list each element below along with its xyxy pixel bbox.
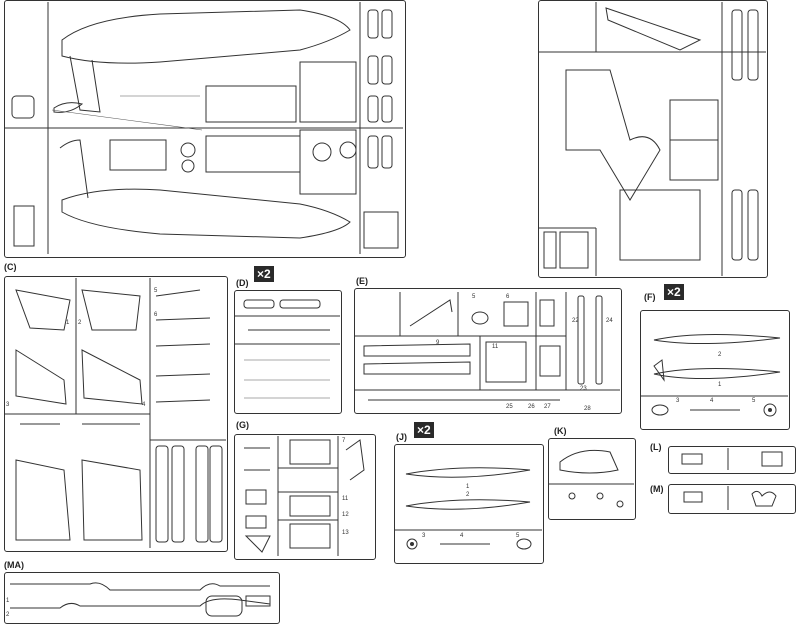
label-sprue-c: (C) — [4, 262, 17, 272]
sprue-top-left — [4, 0, 406, 258]
sprue-e — [354, 288, 622, 414]
part-num-g11: 11 — [342, 496, 349, 502]
part-num-e23: 23 — [580, 386, 587, 392]
part-num-f1: 1 — [718, 382, 722, 388]
label-sprue-g: (G) — [236, 420, 249, 430]
part-num-e22: 22 — [572, 318, 579, 324]
part-num-e11: 11 — [492, 344, 499, 350]
part-num-e5: 5 — [472, 294, 476, 300]
part-num-c3: 3 — [6, 402, 10, 408]
part-num-c5: 5 — [154, 288, 158, 294]
part-num-e6: 6 — [506, 294, 510, 300]
part-num-g12: 12 — [342, 512, 349, 518]
part-num-f2: 2 — [718, 352, 722, 358]
part-num-j4: 4 — [460, 533, 464, 539]
part-num-e27: 27 — [544, 404, 551, 410]
part-num-j3: 3 — [422, 533, 426, 539]
part-num-e28: 28 — [584, 406, 591, 412]
label-sprue-l: (L) — [650, 442, 662, 452]
label-sprue-d: (D) — [236, 278, 249, 288]
sprue-d — [234, 290, 342, 414]
multiplier-j: ×2 — [414, 422, 434, 438]
label-sprue-f: (F) — [644, 292, 656, 302]
part-num-e26: 26 — [528, 404, 535, 410]
part-num-j2: 2 — [466, 492, 470, 498]
part-num-g13: 13 — [342, 530, 349, 536]
part-num-c1: 1 — [66, 320, 70, 326]
part-num-j1: 1 — [466, 484, 470, 490]
part-num-f5: 5 — [752, 398, 756, 404]
sprue-l — [668, 446, 796, 474]
part-num-c2: 2 — [78, 320, 82, 326]
sprue-g — [234, 434, 376, 560]
part-num-e25: 25 — [506, 404, 513, 410]
part-num-c6: 6 — [154, 312, 158, 318]
multiplier-d: ×2 — [254, 266, 274, 282]
label-sprue-m: (M) — [650, 484, 664, 494]
label-sprue-k: (K) — [554, 426, 567, 436]
part-num-e9: 9 — [436, 340, 440, 346]
sprue-ma — [4, 572, 280, 624]
part-num-f3: 3 — [676, 398, 680, 404]
part-num-e24: 24 — [606, 318, 613, 324]
part-num-j5: 5 — [516, 533, 520, 539]
part-num-ma1: 1 — [6, 598, 10, 604]
part-num-c4: 4 — [142, 402, 146, 408]
part-num-g7: 7 — [342, 438, 346, 444]
label-sprue-ma: (MA) — [4, 560, 24, 570]
label-sprue-j: (J) — [396, 432, 407, 442]
label-sprue-e: (E) — [356, 276, 368, 286]
part-num-f4: 4 — [710, 398, 714, 404]
multiplier-f: ×2 — [664, 284, 684, 300]
part-num-ma2: 2 — [6, 612, 10, 618]
